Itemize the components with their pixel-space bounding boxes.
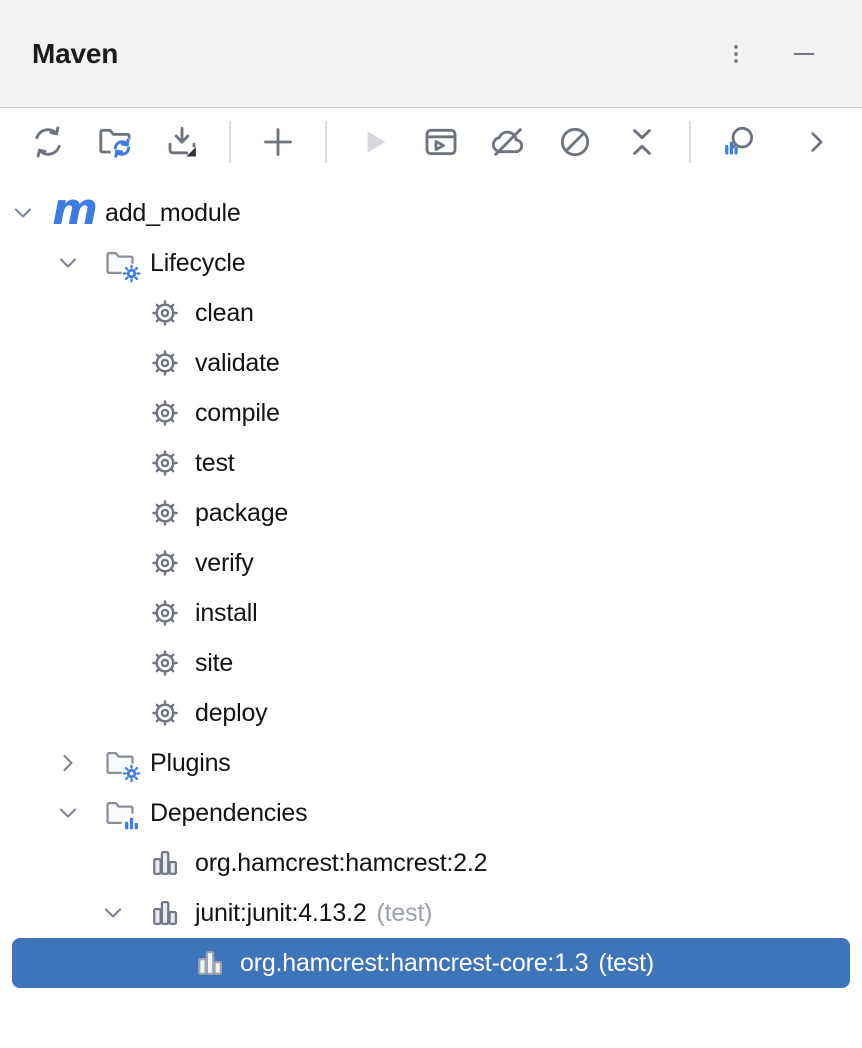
tree-row-label: junit:junit:4.13.2 xyxy=(195,898,367,927)
goal-gear-icon xyxy=(148,596,182,630)
tree-row-goal-install[interactable]: install xyxy=(0,588,862,638)
tree-row-lifecycle[interactable]: Lifecycle xyxy=(0,238,862,288)
tree-row-goal-package[interactable]: package xyxy=(0,488,862,538)
tree-row-label: Plugins xyxy=(150,748,231,777)
skip-tests-icon[interactable] xyxy=(555,122,595,162)
execute-maven-goal-icon[interactable] xyxy=(421,122,461,162)
run-build-icon xyxy=(354,122,394,162)
tree-row-label: org.hamcrest:hamcrest-core:1.3 xyxy=(240,948,589,977)
library-icon xyxy=(148,846,182,880)
chevron-right-icon[interactable] xyxy=(45,750,90,776)
panel-title: Maven xyxy=(32,37,119,69)
add-maven-project-icon[interactable] xyxy=(258,122,298,162)
tree-row-label: package xyxy=(195,498,289,527)
library-icon xyxy=(193,946,227,980)
analyze-dependencies-icon[interactable] xyxy=(718,122,758,162)
library-icon xyxy=(148,896,182,930)
tool-window-header: Maven xyxy=(0,0,862,108)
tree-row-label: validate xyxy=(195,348,280,377)
tree-row-dependency-junit[interactable]: junit:junit:4.13.2 (test) xyxy=(0,888,862,938)
scope-badge: (test) xyxy=(376,898,433,927)
tree-row-plugins[interactable]: Plugins xyxy=(0,738,862,788)
folder-library-icon xyxy=(103,796,142,834)
maven-toolbar xyxy=(0,108,862,176)
tree-row-goal-clean[interactable]: clean xyxy=(0,288,862,338)
toolbar-separator xyxy=(229,121,231,163)
goal-gear-icon xyxy=(148,546,182,580)
maven-module-icon: m xyxy=(52,184,98,235)
goal-gear-icon xyxy=(148,296,182,330)
chevron-down-icon[interactable] xyxy=(45,250,90,276)
scope-badge: (test) xyxy=(598,948,655,977)
tree-row-label: install xyxy=(195,598,258,627)
goal-gear-icon xyxy=(148,696,182,730)
minimize-icon[interactable] xyxy=(790,40,818,68)
tree-row-add-module[interactable]: m add_module xyxy=(0,188,862,238)
toolbar-separator xyxy=(325,121,327,163)
download-sources-icon[interactable] xyxy=(162,122,202,162)
folder-gear-icon xyxy=(103,246,142,284)
tree-row-goal-compile[interactable]: compile xyxy=(0,388,862,438)
refresh-icon[interactable] xyxy=(28,122,68,162)
tree-row-label: deploy xyxy=(195,698,268,727)
tree-row-label: test xyxy=(195,448,235,477)
toolbar-separator xyxy=(689,121,691,163)
goal-gear-icon xyxy=(148,346,182,380)
tree-row-label: Lifecycle xyxy=(150,248,246,277)
chevron-down-icon[interactable] xyxy=(0,200,45,226)
tree-row-goal-verify[interactable]: verify xyxy=(0,538,862,588)
folder-gear-icon xyxy=(103,746,142,784)
goal-gear-icon xyxy=(148,396,182,430)
reload-maven-folders-icon[interactable] xyxy=(95,122,135,162)
goal-gear-icon xyxy=(148,496,182,530)
collapse-all-icon[interactable] xyxy=(622,122,662,162)
tree-row-goal-validate[interactable]: validate xyxy=(0,338,862,388)
tree-row-label: Dependencies xyxy=(150,798,308,827)
tree-row-dependency-hamcrest-core-selected[interactable]: org.hamcrest:hamcrest-core:1.3 (test) xyxy=(12,938,850,988)
goal-gear-icon xyxy=(148,646,182,680)
chevron-down-icon[interactable] xyxy=(45,800,90,826)
toggle-offline-mode-icon[interactable] xyxy=(488,122,528,162)
tree-row-goal-deploy[interactable]: deploy xyxy=(0,688,862,738)
chevron-down-icon[interactable] xyxy=(90,900,135,926)
goal-gear-icon xyxy=(148,446,182,480)
tree-row-label: org.hamcrest:hamcrest:2.2 xyxy=(195,848,488,877)
tree-row-goal-test[interactable]: test xyxy=(0,438,862,488)
chevron-right-icon[interactable] xyxy=(796,122,836,162)
tree-row-label: verify xyxy=(195,548,254,577)
maven-project-tree: m add_module xyxy=(0,176,862,1048)
tree-row-label: clean xyxy=(195,298,254,327)
tree-row-label: add_module xyxy=(105,198,241,227)
tree-row-dependency-hamcrest[interactable]: org.hamcrest:hamcrest:2.2 xyxy=(0,838,862,888)
header-actions xyxy=(722,40,818,68)
tree-row-label: compile xyxy=(195,398,280,427)
tree-row-dependencies[interactable]: Dependencies xyxy=(0,788,862,838)
tree-row-label: site xyxy=(195,648,234,677)
tree-row-goal-site[interactable]: site xyxy=(0,638,862,688)
kebab-menu-icon[interactable] xyxy=(722,40,750,68)
